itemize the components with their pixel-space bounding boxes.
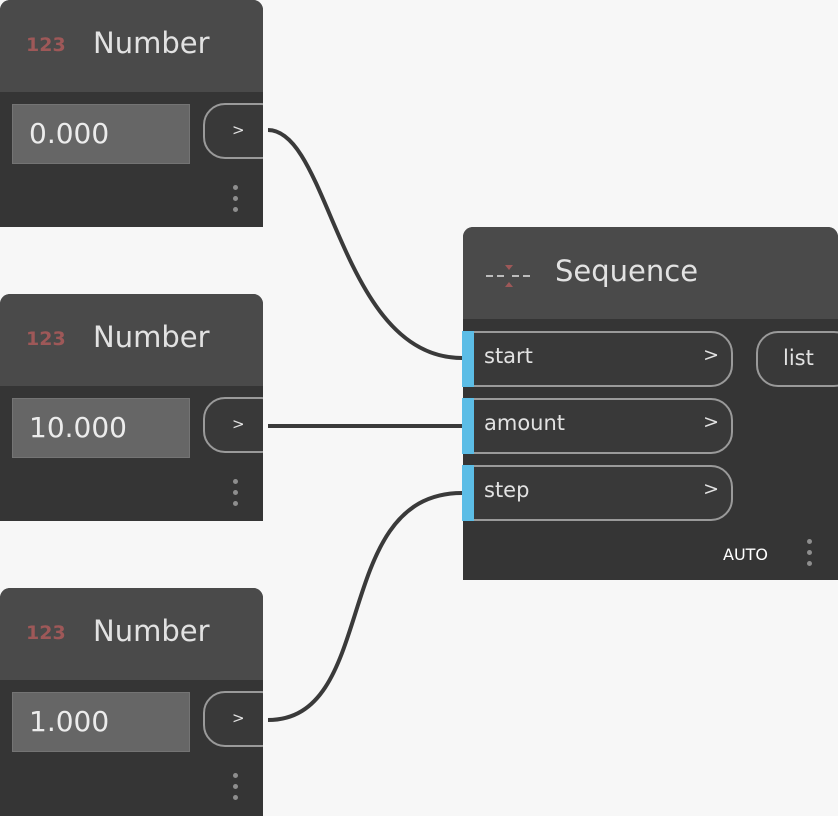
output-port[interactable]: > <box>203 397 263 453</box>
port-rail <box>462 331 474 387</box>
input-port-step[interactable]: step > <box>462 465 733 521</box>
wire-step[interactable] <box>267 491 463 722</box>
port-label: step <box>484 478 530 502</box>
node-header[interactable]: 123 Number <box>0 294 263 386</box>
node-title: Number <box>93 26 210 60</box>
output-port[interactable]: > <box>203 103 263 159</box>
node-menu-icon[interactable] <box>233 479 239 512</box>
node-menu-icon[interactable] <box>233 185 239 218</box>
number-123-icon: 123 <box>26 34 66 56</box>
node-header[interactable]: 123 Number <box>0 0 263 92</box>
output-port[interactable]: > <box>203 691 263 747</box>
port-arrow: > <box>703 411 719 433</box>
lacing-label[interactable]: AUTO <box>723 545 769 564</box>
number-input[interactable]: 0.000 <box>12 104 190 164</box>
number-input[interactable]: 1.000 <box>12 692 190 752</box>
output-port-list[interactable]: list <box>756 331 838 387</box>
node-header[interactable] <box>463 227 838 319</box>
number-input[interactable]: 10.000 <box>12 398 190 458</box>
port-rail <box>462 398 474 454</box>
node-title: Number <box>93 614 210 648</box>
node-menu-icon[interactable] <box>807 539 813 572</box>
number-123-icon: 123 <box>26 622 66 644</box>
wire-start[interactable] <box>267 128 463 360</box>
node-header[interactable]: 123 Number <box>0 588 263 680</box>
node-menu-icon[interactable] <box>233 773 239 806</box>
input-port-start[interactable]: start > <box>462 331 733 387</box>
port-arrow: > <box>232 709 245 727</box>
port-arrow: > <box>703 344 719 366</box>
port-rail <box>462 465 474 521</box>
node-title: Sequence <box>555 254 699 288</box>
sequence-icon <box>486 265 530 287</box>
number-node-2[interactable]: 123 Number 10.000 > <box>0 294 263 521</box>
number-node-1[interactable]: 123 Number 0.000 > <box>0 0 263 227</box>
port-label: amount <box>484 411 566 435</box>
port-arrow: > <box>232 415 245 433</box>
port-label: list <box>783 346 814 370</box>
port-arrow: > <box>703 478 719 500</box>
node-title: Number <box>93 320 210 354</box>
number-node-3[interactable]: 123 Number 1.000 > <box>0 588 263 816</box>
input-port-amount[interactable]: amount > <box>462 398 733 454</box>
port-arrow: > <box>232 121 245 139</box>
number-123-icon: 123 <box>26 328 66 350</box>
port-label: start <box>484 344 533 368</box>
